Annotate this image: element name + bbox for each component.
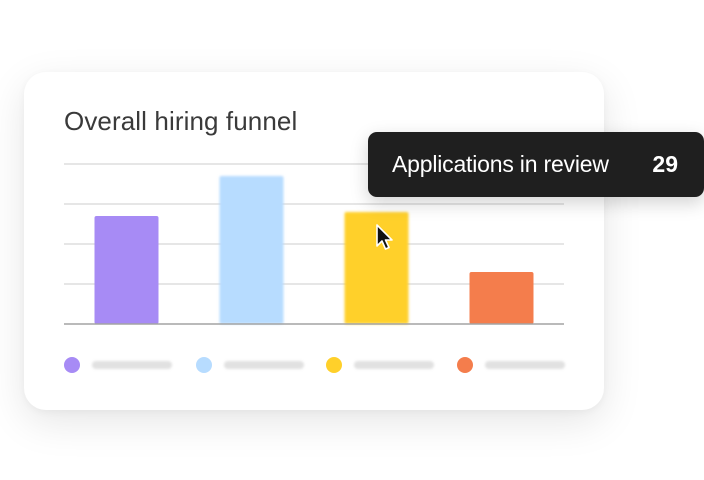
bar[interactable] — [219, 176, 284, 324]
hiring-funnel-card: Overall hiring funnel — [24, 72, 604, 410]
tooltip-label: Applications in review — [392, 151, 609, 177]
legend-label-placeholder — [485, 361, 565, 369]
legend-swatch — [457, 357, 473, 373]
chart-title: Overall hiring funnel — [64, 106, 298, 136]
bar[interactable] — [94, 216, 159, 324]
bars — [94, 176, 534, 324]
tooltip-value: 29 — [652, 151, 678, 177]
legend-label-placeholder — [224, 361, 304, 369]
legend-swatch — [326, 357, 342, 373]
bar-tooltip: Applications in review 29 — [368, 132, 704, 197]
legend-swatch — [64, 357, 80, 373]
mouse-pointer-icon — [376, 224, 393, 250]
legend-swatch — [196, 357, 212, 373]
bar[interactable] — [469, 272, 534, 324]
legend-label-placeholder — [92, 361, 172, 369]
chart-legend — [64, 357, 565, 373]
legend-label-placeholder — [354, 361, 434, 369]
